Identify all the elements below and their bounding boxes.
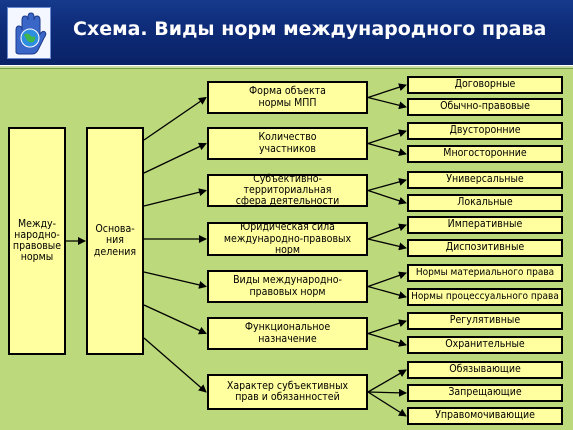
basis-to-criterion-arrow [143, 188, 207, 207]
type-node: Универсальные [407, 171, 563, 189]
basis-to-criterion-arrow [143, 271, 207, 289]
type-node: Двусторонние [407, 122, 563, 140]
criterion-to-type-arrow [367, 129, 407, 145]
type-label: Управомочивающие [435, 409, 535, 422]
type-label: Договорные [454, 78, 516, 91]
criterion-label: Форма объекта нормы МПП [249, 85, 326, 109]
logo-icon [7, 7, 51, 59]
type-node: Охранительные [407, 336, 563, 354]
criterion-to-type-arrow [367, 189, 407, 205]
header-divider [0, 65, 573, 69]
type-label: Диспозитивные [445, 241, 525, 254]
basis-to-criterion-arrow [143, 337, 207, 393]
criterion-to-type-arrow [367, 223, 407, 240]
basis-to-criterion-arrow [143, 142, 207, 174]
type-label: Императивные [447, 218, 523, 231]
criterion-to-type-arrow [367, 319, 407, 335]
type-node: Нормы материального права [407, 264, 563, 282]
criterion-to-type-arrow [367, 96, 407, 110]
type-node: Локальные [407, 194, 563, 212]
type-label: Охранительные [445, 338, 525, 351]
hand-globe-icon [8, 8, 50, 58]
criterion-node: Форма объекта нормы МПП [207, 81, 368, 114]
criterion-label: Субъективно-территориальная сфера деятел… [235, 172, 340, 208]
criterion-node: Характер субъективных прав и обязанносте… [207, 374, 368, 410]
criterion-to-type-arrow [367, 83, 407, 99]
root-node-label: Между- народно- правовые нормы [12, 217, 62, 264]
type-label: Локальные [457, 196, 513, 209]
type-node: Обычно-правовые [407, 98, 563, 116]
type-node: Диспозитивные [407, 239, 563, 257]
type-label: Многосторонние [443, 147, 527, 160]
type-node: Многосторонние [407, 145, 563, 163]
root-node: Между- народно- правовые нормы [8, 127, 66, 355]
criterion-label: Юридическая сила международно-правовых н… [223, 221, 352, 256]
criterion-node: Виды международно- правовых норм [207, 270, 368, 303]
basis-node-label: Основа- ния деления [93, 223, 137, 258]
basis-to-criterion-arrow [143, 304, 207, 335]
type-label: Нормы материального права [415, 266, 555, 278]
type-node: Регулятивные [407, 312, 563, 330]
type-label: Нормы процессуального права [411, 290, 559, 302]
type-node: Запрещающие [407, 384, 563, 402]
criterion-node: Юридическая сила международно-правовых н… [207, 222, 368, 256]
type-label: Обычно-правовые [440, 100, 530, 113]
criterion-to-type-arrow [367, 178, 407, 192]
type-node: Договорные [407, 76, 563, 94]
criterion-to-type-arrow [367, 332, 407, 347]
criterion-node: Функциональное назначение [207, 317, 368, 350]
criterion-to-type-arrow [367, 142, 407, 156]
criterion-label: Количество участников [258, 131, 317, 155]
criterion-node: Субъективно-территориальная сфера деятел… [207, 172, 368, 208]
criterion-label: Виды международно- правовых норм [233, 274, 342, 298]
basis-to-criterion-arrow [143, 96, 207, 141]
header-bar: Схема. Виды норм международного права [0, 0, 573, 65]
type-label: Универсальные [446, 173, 524, 186]
type-label: Запрещающие [448, 386, 522, 399]
criterion-to-type-arrow [367, 369, 407, 393]
type-label: Двусторонние [449, 124, 521, 137]
type-node: Управомочивающие [407, 407, 563, 425]
criterion-to-type-arrow [367, 388, 407, 397]
type-label: Обязывающие [449, 363, 521, 376]
criterion-to-type-arrow [367, 271, 407, 288]
type-node: Императивные [407, 216, 563, 234]
criterion-node: Количество участников [207, 127, 368, 160]
criterion-to-type-arrow [367, 238, 407, 251]
criterion-label: Характер субъективных прав и обязанносте… [226, 379, 349, 403]
page-title: Схема. Виды норм международного права [73, 18, 547, 40]
criterion-to-type-arrow [367, 285, 407, 299]
criterion-label: Функциональное назначение [244, 321, 331, 345]
basis-node: Основа- ния деления [86, 127, 144, 355]
type-node: Нормы процессуального права [407, 288, 563, 306]
criterion-to-type-arrow [367, 391, 407, 417]
type-node: Обязывающие [407, 361, 563, 379]
type-label: Регулятивные [449, 314, 521, 327]
